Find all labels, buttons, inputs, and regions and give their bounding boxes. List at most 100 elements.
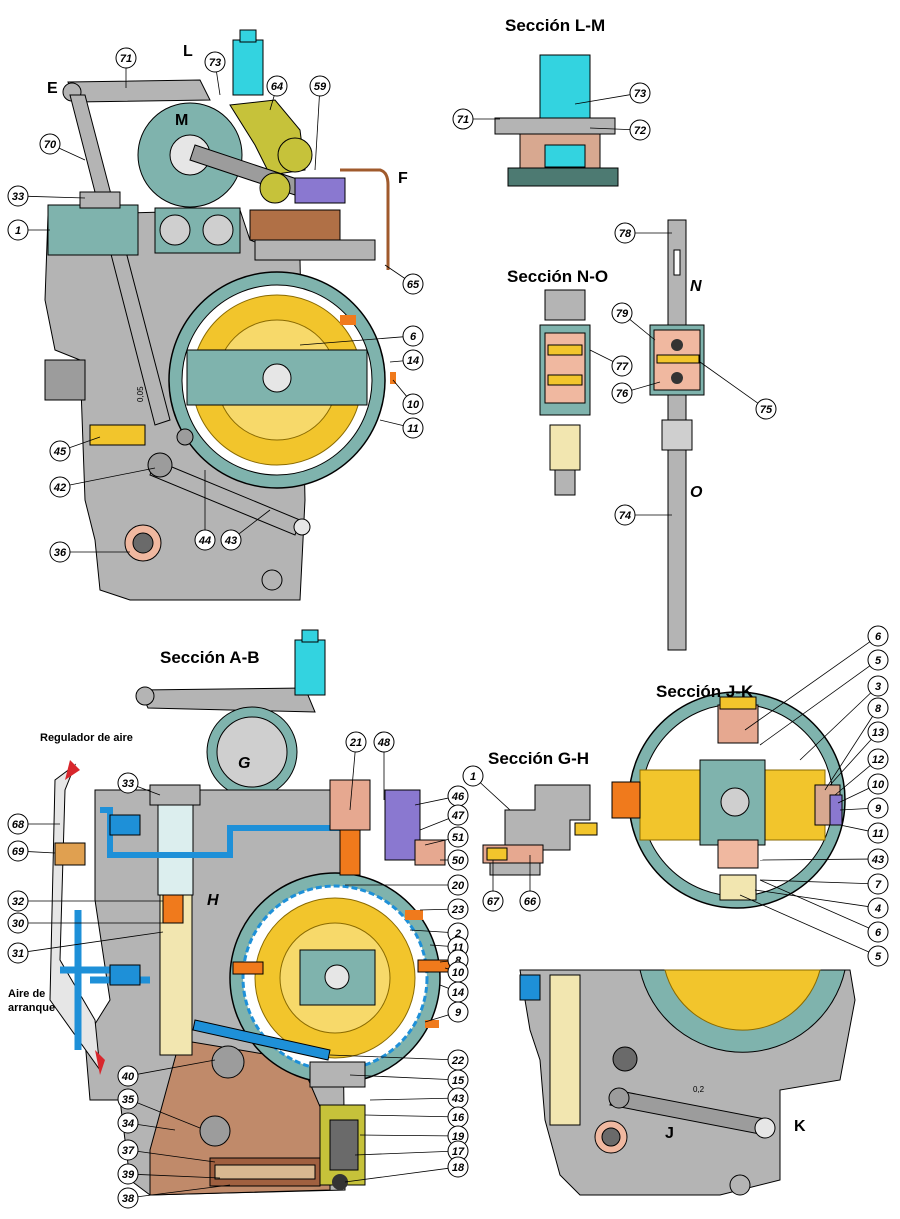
section-no xyxy=(539,219,705,651)
callout-number: 15 xyxy=(452,1075,465,1087)
callout-circle xyxy=(117,1139,139,1161)
callout-circle xyxy=(452,108,474,130)
callout-c20: 20 xyxy=(345,874,469,896)
leader-line xyxy=(629,319,656,341)
callout-circle xyxy=(867,773,889,795)
callout-c15: 15 xyxy=(349,1069,469,1091)
leader-line xyxy=(439,984,449,989)
leader-line xyxy=(329,1054,449,1061)
callout-circle xyxy=(266,75,288,97)
leader-line xyxy=(137,1102,201,1129)
callout-number: 16 xyxy=(452,1112,465,1124)
callout-circle xyxy=(7,912,29,934)
callout-c43b: 43 xyxy=(369,1087,469,1109)
callout-number: 66 xyxy=(524,896,537,908)
leader-line xyxy=(216,71,221,96)
callout-number: 38 xyxy=(122,1193,135,1205)
leader-line xyxy=(389,360,404,363)
letter-g: G xyxy=(238,755,250,772)
leader-line xyxy=(754,889,869,907)
dim-02: 0,2 xyxy=(693,1085,705,1094)
title-gh: Sección G-H xyxy=(488,749,589,768)
callout-c51: 51 xyxy=(424,826,469,848)
callout-c39: 39 xyxy=(117,1163,221,1185)
leader-line xyxy=(349,751,356,811)
callout-circle xyxy=(117,1163,139,1185)
leader-line xyxy=(137,1059,216,1075)
callout-number: 14 xyxy=(407,355,419,367)
callout-c1b: 1 xyxy=(462,765,511,811)
bearing-left xyxy=(159,214,191,246)
callout-c4: 4 xyxy=(754,889,889,919)
bearing-right xyxy=(202,214,234,246)
callout-circle xyxy=(482,890,504,912)
callout-c18: 18 xyxy=(344,1156,469,1183)
callout-number: 39 xyxy=(122,1169,135,1181)
callout-number: 74 xyxy=(619,510,631,522)
title-ab: Sección A-B xyxy=(160,648,260,667)
callout-number: 40 xyxy=(121,1071,135,1083)
callout-number: 68 xyxy=(12,819,25,831)
leader-line xyxy=(759,879,869,885)
callout-circle xyxy=(462,765,484,787)
block-1 xyxy=(47,204,139,256)
callout-c36: 36 xyxy=(49,541,130,563)
section-ab xyxy=(49,629,451,1196)
leader-line xyxy=(137,1174,221,1179)
section-ab-text: G H Regulador de aire Aire de arranque xyxy=(8,732,250,1014)
callout-number: 18 xyxy=(452,1162,465,1174)
leader-line xyxy=(799,692,872,761)
callout-number: 11 xyxy=(452,942,463,954)
callout-number: 73 xyxy=(634,88,646,100)
callout-number: 7 xyxy=(875,879,882,891)
callout-circle xyxy=(629,82,651,104)
callout-c14a: 14 xyxy=(389,349,424,371)
leader-line xyxy=(349,1074,449,1080)
leader-line xyxy=(364,1114,449,1118)
leader-line xyxy=(354,1150,449,1156)
callout-c11c: 11 xyxy=(839,822,889,844)
letter-o: O xyxy=(690,484,703,501)
callout-number: 36 xyxy=(54,547,67,559)
callout-number: 34 xyxy=(122,1118,134,1130)
callout-number: 42 xyxy=(53,482,66,494)
callout-c43a: 43 xyxy=(220,509,271,551)
callout-circle xyxy=(447,1001,469,1023)
callout-c75: 75 xyxy=(699,361,777,420)
callout-circle xyxy=(867,822,889,844)
callout-c34: 34 xyxy=(117,1112,176,1134)
leader-line xyxy=(744,641,871,731)
callout-c16: 16 xyxy=(364,1106,469,1128)
callout-number: 31 xyxy=(12,948,24,960)
callout-circle xyxy=(447,804,469,826)
callout-number: 10 xyxy=(452,967,465,979)
callout-number: 30 xyxy=(12,918,25,930)
callout-number: 78 xyxy=(619,228,632,240)
callout-c23: 23 xyxy=(419,898,469,920)
label-air-regulator: Regulador de aire xyxy=(40,732,133,744)
callout-c47: 47 xyxy=(419,804,469,831)
callout-circle xyxy=(402,349,424,371)
callout-c44: 44 xyxy=(194,470,216,551)
callout-number: 44 xyxy=(198,535,211,547)
callout-circle xyxy=(7,185,29,207)
callout-circle xyxy=(755,398,777,420)
callout-number: 33 xyxy=(12,191,24,203)
leader-line xyxy=(429,944,449,947)
letter-k: K xyxy=(794,1118,806,1135)
callout-number: 43 xyxy=(451,1093,464,1105)
callout-circle xyxy=(867,748,889,770)
letter-e: E xyxy=(47,80,58,97)
bottom-right-view xyxy=(519,969,856,1196)
callout-circle xyxy=(447,898,469,920)
callout-number: 69 xyxy=(12,846,25,858)
callout-c38: 38 xyxy=(117,1184,231,1209)
letter-n: N xyxy=(690,278,702,295)
label-start-air-1: Aire de xyxy=(8,988,45,1000)
callout-circle xyxy=(867,649,889,671)
callout-circle xyxy=(611,355,633,377)
callout-c42: 42 xyxy=(49,467,156,498)
section-lm xyxy=(494,54,619,187)
